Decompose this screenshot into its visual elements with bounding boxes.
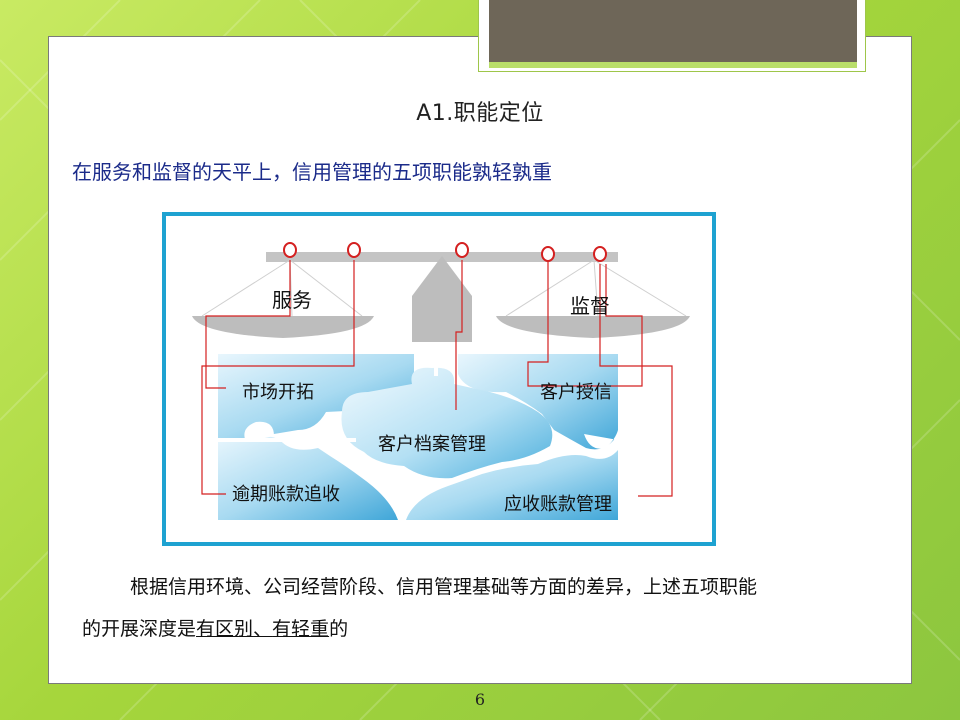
balance-puzzle-diagram: 服务 监督 市场开拓 客户授信 客户档案管理 逾期账款追收 应收账款管理	[162, 212, 716, 546]
ring-4	[541, 246, 555, 262]
piece-label-credit: 客户授信	[540, 382, 612, 403]
puzzle-bottom-left	[218, 436, 398, 520]
body-line-2: 的开展深度是有区别、有轻重的	[82, 608, 890, 650]
connector-rings	[283, 242, 607, 262]
connector-market	[205, 260, 291, 389]
emphasis-separator: 、	[253, 618, 273, 640]
page-number: 6	[474, 690, 486, 709]
puzzle-bottom-right	[406, 450, 618, 520]
puzzle-top-left	[218, 354, 431, 438]
body-line-1: 根据信用环境、公司经营阶段、信用管理基础等方面的差异，上述五项职能	[82, 566, 890, 608]
piece-label-records: 客户档案管理	[378, 434, 486, 455]
piece-label-market: 市场开拓	[242, 382, 314, 403]
ring-2	[347, 242, 361, 258]
top-tab-fill	[489, 0, 857, 68]
scale-left-label: 服务	[272, 288, 312, 312]
emphasis-weight: 有轻重	[272, 618, 330, 640]
right-pan	[496, 316, 690, 338]
slide-subtitle: 在服务和监督的天平上，信用管理的五项职能孰轻孰重	[72, 160, 552, 184]
connector-records	[455, 260, 463, 410]
puzzle-center	[341, 367, 553, 479]
diagram-graphic	[192, 242, 690, 520]
balance-scale	[192, 252, 690, 342]
body-line-2-prefix: 的开展深度是	[82, 618, 197, 640]
connector-receivable	[599, 264, 673, 497]
ring-5	[593, 246, 607, 262]
connector-credit	[527, 262, 643, 387]
connector-lines	[201, 260, 673, 497]
piece-label-overdue: 逾期账款追收	[232, 484, 340, 505]
puzzle	[218, 354, 618, 520]
left-pan	[192, 316, 374, 338]
body-paragraph: 根据信用环境、公司经营阶段、信用管理基础等方面的差异，上述五项职能 的开展深度是…	[82, 566, 890, 650]
top-tab	[478, 0, 866, 72]
emphasis-different: 有区别	[196, 618, 254, 640]
slide-title: A1.职能定位	[416, 101, 544, 126]
body-line-2-suffix: 的	[329, 618, 349, 640]
scale-pivot	[412, 256, 472, 342]
piece-label-receivable: 应收账款管理	[504, 494, 612, 515]
ring-3	[455, 242, 469, 258]
body-line-1-text: 根据信用环境、公司经营阶段、信用管理基础等方面的差异，上述五项职能	[130, 576, 758, 598]
scale-right-label: 监督	[570, 294, 610, 318]
ring-1	[283, 242, 297, 258]
connector-overdue	[201, 260, 355, 495]
puzzle-top-right	[458, 354, 618, 450]
